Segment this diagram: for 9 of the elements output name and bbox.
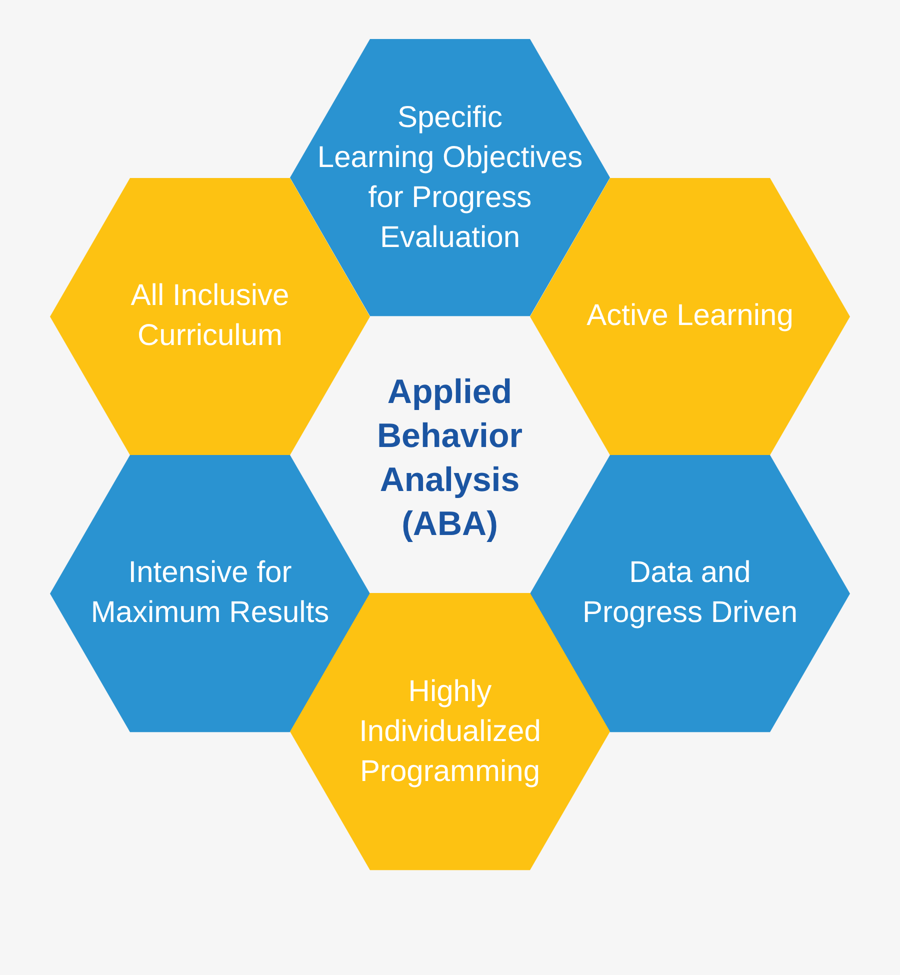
hexagon-label: Specific Learning Objectives for Progress Evaluation [317, 100, 583, 256]
center-title: Applied Behavior Analysis (ABA) [377, 372, 522, 545]
hexagon-label: All Inclusive Curriculum [130, 278, 290, 354]
hexagon-label: Intensive for Maximum Results [90, 555, 330, 632]
hexagon [530, 178, 850, 456]
hexagon-label: Data and Progress Driven [582, 555, 798, 632]
hexagon-label: Highly Individualized Programming [359, 674, 541, 790]
hexagon [50, 178, 370, 456]
hexagon-label: Active Learning [586, 298, 794, 334]
